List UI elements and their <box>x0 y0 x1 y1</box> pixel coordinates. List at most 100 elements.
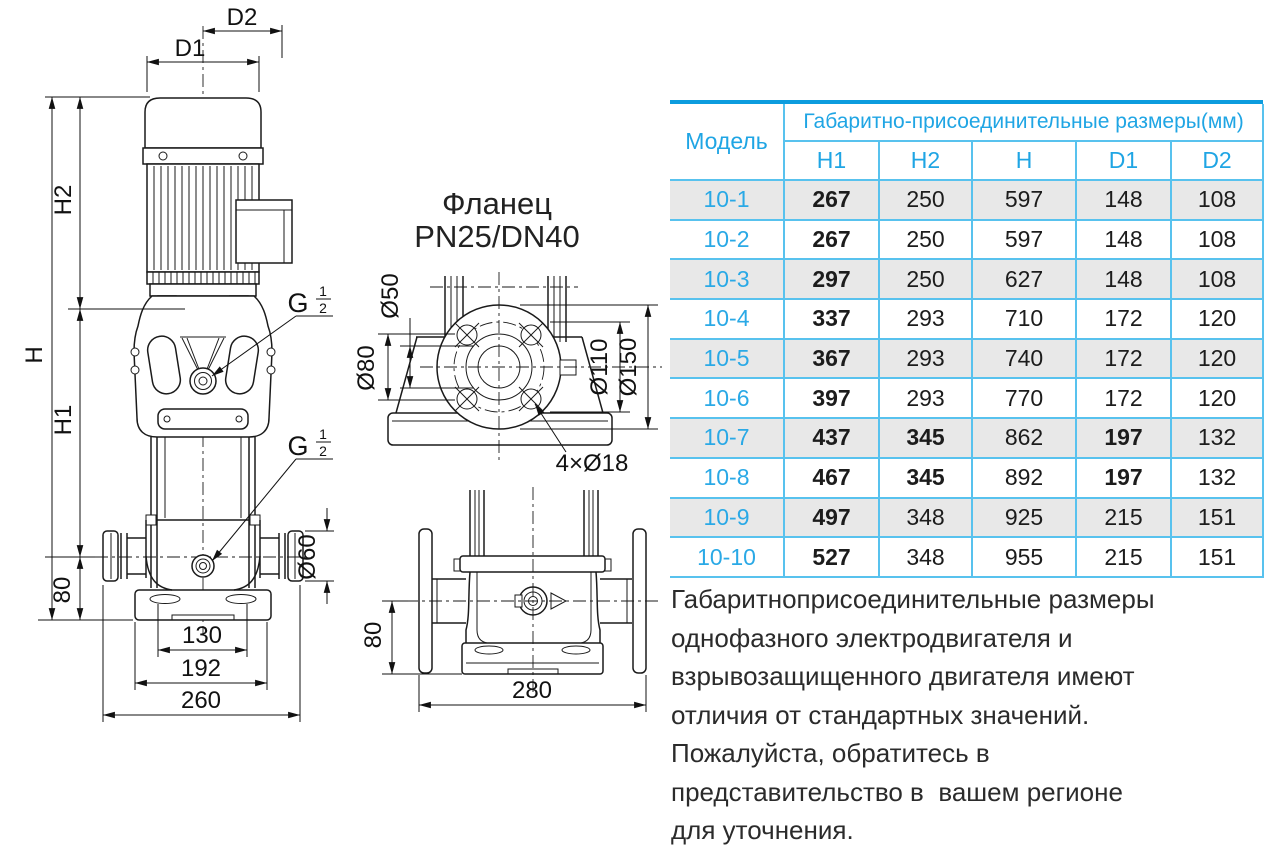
dim-label-d150: Ø150 <box>615 338 642 397</box>
model-cell: 10-6 <box>670 377 785 420</box>
value-cell: 148 <box>1075 258 1172 301</box>
value-cell: 108 <box>1169 179 1265 221</box>
dim-label-h: H <box>21 346 48 363</box>
value-cell: 215 <box>1075 536 1172 578</box>
svg-text:G: G <box>287 288 308 318</box>
value-cell: 215 <box>1075 496 1172 539</box>
value-cell: 597 <box>971 179 1077 221</box>
value-cell: 148 <box>1075 218 1172 261</box>
dim-label-280: 280 <box>512 677 552 704</box>
terminal-box <box>235 199 293 264</box>
value-cell: 437 <box>783 417 880 459</box>
port-label-g-half-bottom: G 1 2 <box>287 426 327 461</box>
value-cell: 293 <box>878 377 973 420</box>
pump-front-view <box>95 26 312 635</box>
value-cell: 770 <box>971 377 1077 420</box>
table-header-d1: D1 <box>1075 140 1172 181</box>
table-header-d2: D2 <box>1169 140 1265 181</box>
model-cell: 10-10 <box>670 536 785 578</box>
dim-label-d80: Ø80 <box>353 345 380 390</box>
value-cell: 597 <box>971 218 1077 261</box>
pump-front-dimensions <box>38 25 334 722</box>
svg-text:1: 1 <box>319 283 327 299</box>
dim-label-d1: D1 <box>175 35 206 62</box>
model-cell: 10-1 <box>670 179 785 221</box>
dim-label-130: 130 <box>182 622 222 649</box>
value-cell: 151 <box>1169 496 1265 539</box>
value-cell: 337 <box>783 298 880 340</box>
note-line: отличия от стандартных значений. <box>671 699 1090 730</box>
value-cell: 132 <box>1169 456 1265 499</box>
model-cell: 10-8 <box>670 456 785 499</box>
dim-label-side-80: 80 <box>360 622 387 649</box>
dim-label-h2: H2 <box>50 185 77 216</box>
value-cell: 955 <box>971 536 1077 578</box>
value-cell: 467 <box>783 456 880 499</box>
value-cell: 527 <box>783 536 880 578</box>
value-cell: 293 <box>878 337 973 380</box>
value-cell: 267 <box>783 179 880 221</box>
value-cell: 120 <box>1169 298 1265 340</box>
technical-drawings: D2 D1 H2 H H1 80 Ø60 130 192 260 G 1 2 G… <box>21 4 662 722</box>
table-header-model: Модель <box>670 104 785 181</box>
flange-title-line2: PN25/DN40 <box>414 219 579 254</box>
value-cell: 710 <box>971 298 1077 340</box>
value-cell: 348 <box>878 496 973 539</box>
table-header-h1: H1 <box>784 140 880 181</box>
value-cell: 120 <box>1169 337 1265 380</box>
value-cell: 197 <box>1075 417 1172 459</box>
value-cell: 345 <box>878 456 973 499</box>
svg-text:2: 2 <box>319 300 327 316</box>
note-line: однофазного электродвигателя и <box>671 622 1073 653</box>
value-cell: 267 <box>783 218 880 261</box>
note-line: Габаритноприсоединительные размеры <box>671 584 1155 614</box>
model-cell: 10-2 <box>670 218 785 261</box>
value-cell: 297 <box>783 258 880 301</box>
svg-text:2: 2 <box>319 443 327 459</box>
value-cell: 862 <box>971 417 1077 459</box>
note-line: взрывозащищенного двигателя имеют <box>671 661 1135 691</box>
value-cell: 172 <box>1075 298 1172 340</box>
model-cell: 10-9 <box>670 496 785 539</box>
dim-label-192: 192 <box>181 655 221 682</box>
port-label-g-half-top: G 1 2 <box>287 283 327 318</box>
value-cell: 497 <box>783 496 880 539</box>
dim-label-80: 80 <box>49 577 76 604</box>
model-cell: 10-5 <box>670 337 785 380</box>
value-cell: 172 <box>1075 377 1172 420</box>
value-cell: 627 <box>971 258 1077 301</box>
flange-dimensions <box>378 304 658 453</box>
dim-label-h1: H1 <box>50 405 77 436</box>
value-cell: 293 <box>878 298 973 340</box>
value-cell: 132 <box>1169 417 1265 459</box>
dim-label-d50: Ø50 <box>377 273 404 318</box>
value-cell: 250 <box>878 179 973 221</box>
table-header-h: H <box>971 140 1077 181</box>
value-cell: 250 <box>878 258 973 301</box>
base-side-view <box>405 487 660 692</box>
svg-text:G: G <box>287 431 308 461</box>
dim-label-d2: D2 <box>227 4 258 31</box>
value-cell: 397 <box>783 377 880 420</box>
value-cell: 250 <box>878 218 973 261</box>
svg-text:1: 1 <box>319 426 327 442</box>
model-cell: 10-4 <box>670 298 785 340</box>
value-cell: 367 <box>783 337 880 380</box>
model-cell: 10-7 <box>670 417 785 459</box>
value-cell: 197 <box>1075 456 1172 499</box>
dim-label-260: 260 <box>181 687 221 714</box>
value-cell: 345 <box>878 417 973 459</box>
value-cell: 108 <box>1169 218 1265 261</box>
value-cell: 120 <box>1169 377 1265 420</box>
value-cell: 151 <box>1169 536 1265 578</box>
dim-label-d60: Ø60 <box>294 534 321 579</box>
